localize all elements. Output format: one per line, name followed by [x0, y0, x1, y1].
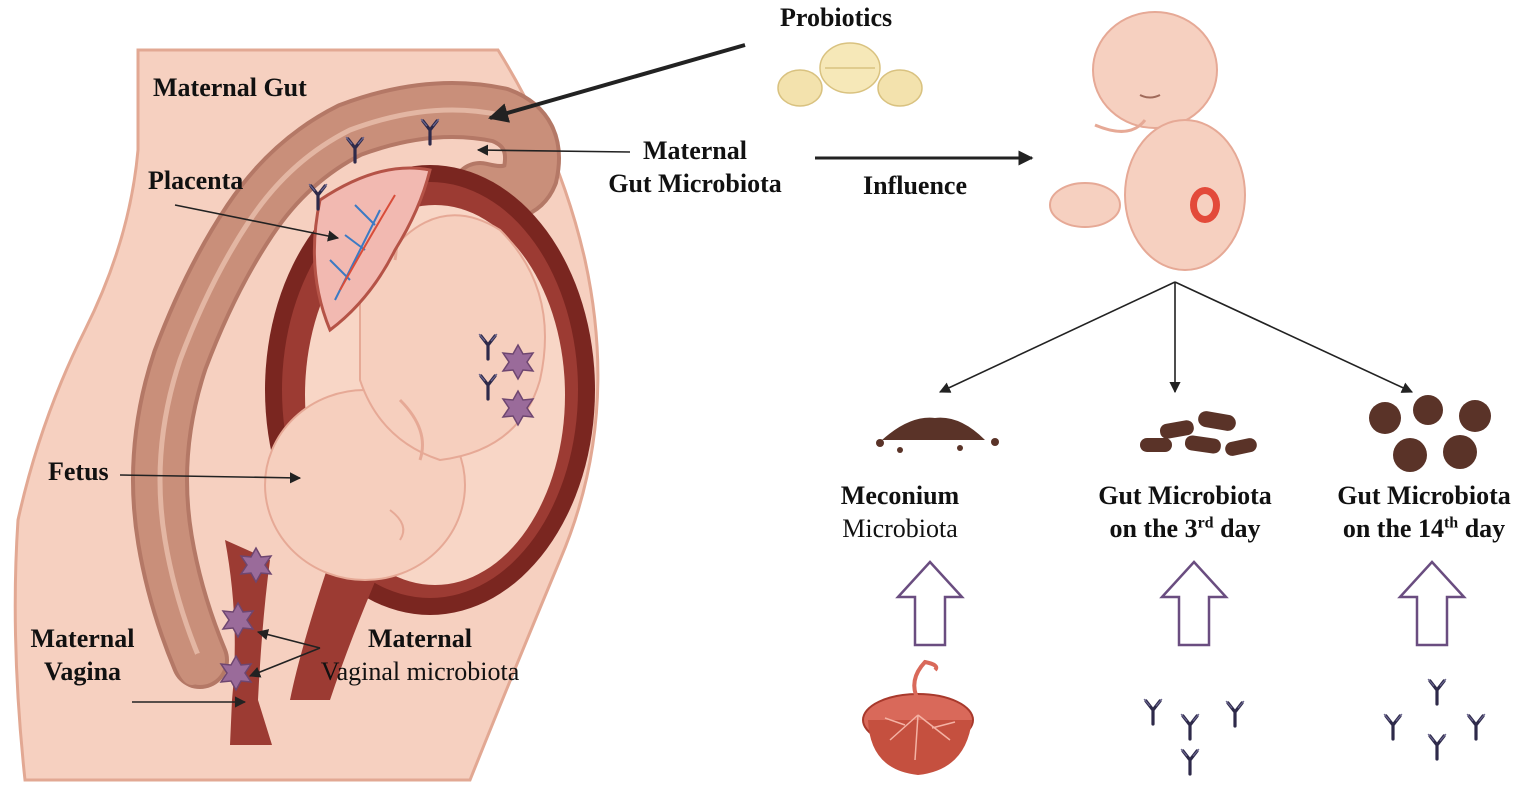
stool-icon [1140, 411, 1257, 456]
label-line: Gut Microbiota [1098, 481, 1272, 510]
gut-microbiota-arrow [476, 144, 631, 156]
antibody-icon [1465, 712, 1487, 741]
stool-icon [1369, 395, 1491, 472]
label-maternal-vaginal-microbiota: Maternal Vaginal microbiota [300, 623, 540, 688]
branch-arrow-14th-day [1174, 281, 1414, 393]
label-influence: Influence [863, 171, 967, 200]
placenta-icon [862, 659, 974, 775]
vaginal-microbiota-arrow [256, 629, 321, 649]
label-line: Vagina [43, 656, 122, 686]
label-line: Meconium [840, 481, 960, 510]
fetus-arrow [119, 472, 302, 484]
antibody-icon [1426, 677, 1448, 706]
label-fetus: Fetus [48, 457, 109, 486]
label-line: Vaginal microbiota [320, 656, 520, 686]
label-superscript: th [1443, 513, 1459, 531]
label-probiotics: Probiotics [780, 3, 893, 32]
label-line: on the 14th day [1313, 513, 1535, 546]
label-placenta: Placenta [148, 166, 244, 195]
hollow-up-arrow-icon [1397, 560, 1467, 647]
vaginal-tube [225, 540, 272, 745]
label-gut-microbiota-14th-day: Gut Microbiota on the 14th day [1313, 480, 1535, 545]
label-maternal-vagina: Maternal Vagina [15, 623, 150, 688]
antibody-icon [1224, 699, 1246, 728]
placenta [312, 166, 432, 333]
hollow-up-arrow-icon [1159, 560, 1229, 647]
antibody-icon [1426, 732, 1448, 761]
branch-arrow-meconium [938, 281, 1176, 393]
fetus-in-utero [264, 209, 546, 581]
antibody-icon [1382, 712, 1404, 741]
label-line: Maternal [368, 624, 472, 653]
probiotics-arrow [488, 43, 746, 123]
pill-icon [777, 42, 923, 107]
label-maternal-gut-microbiota: Maternal Gut Microbiota [590, 135, 800, 200]
infant-illustration [1049, 11, 1246, 271]
maternal-gut-colon [131, 81, 561, 689]
antibody-icon [1179, 712, 1201, 741]
vagina-canal [290, 560, 380, 700]
label-line: Microbiota [842, 513, 958, 543]
label-line: Gut Microbiota [1337, 481, 1511, 510]
stool-icon [876, 417, 999, 453]
antibody-icon [1142, 697, 1164, 726]
label-superscript: rd [1197, 513, 1214, 531]
label-gut-microbiota-3rd-day: Gut Microbiota on the 3rd day [1075, 480, 1295, 545]
placenta-arrow [174, 204, 340, 242]
label-maternal-gut: Maternal Gut [153, 73, 307, 102]
label-line: on the 3rd day [1075, 513, 1295, 546]
label-line: Gut Microbiota [608, 168, 782, 198]
label-part: on the 14 [1342, 513, 1444, 543]
label-line: Maternal [30, 624, 135, 653]
label-part: day [1458, 513, 1506, 543]
hollow-up-arrow-icon [895, 560, 965, 647]
label-meconium-microbiota: Meconium Microbiota [820, 480, 980, 545]
label-part: day [1213, 513, 1261, 543]
vaginal-microbiota-arrow [248, 647, 321, 678]
antibody-icon [1179, 747, 1201, 776]
label-part: on the 3 [1109, 513, 1198, 543]
label-line: Maternal [643, 136, 747, 165]
